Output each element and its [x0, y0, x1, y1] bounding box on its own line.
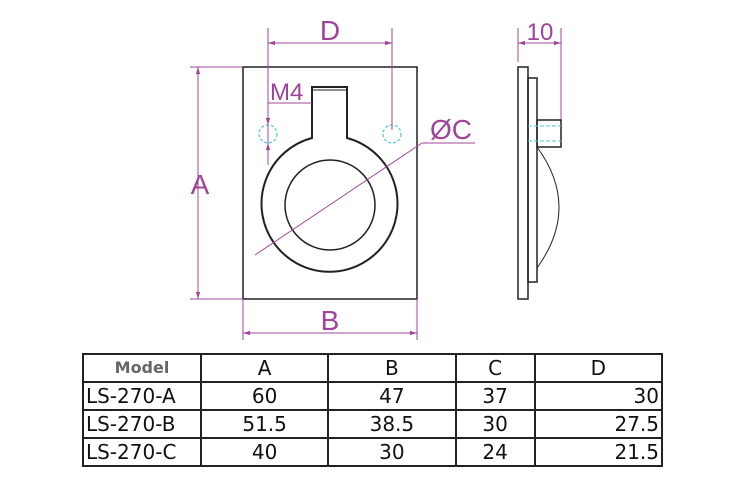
- cell-a: 40: [199, 437, 330, 467]
- header-b: B: [327, 353, 457, 383]
- header-a: A: [199, 353, 330, 383]
- cell-c: 24: [454, 437, 536, 467]
- header-d: D: [533, 353, 664, 383]
- cell-model: LS-270-C: [82, 437, 202, 467]
- cell-c: 30: [454, 409, 536, 439]
- header-c: C: [454, 353, 536, 383]
- ring-with-tab: [260, 86, 399, 273]
- label-d: D: [320, 15, 340, 46]
- mounting-plate: [242, 66, 418, 300]
- cell-d: 21.5: [533, 437, 664, 467]
- cell-model: LS-270-B: [82, 409, 202, 439]
- label-c: ØC: [430, 114, 472, 145]
- stud: [536, 119, 562, 148]
- stud-thread-hidden: [528, 125, 561, 142]
- label-b: B: [321, 305, 340, 336]
- dimensions-table: Model A B C D LS-270-A 60 47 37 30 LS-27…: [82, 353, 664, 467]
- cell-c: 37: [454, 381, 536, 411]
- dimensions: [190, 28, 562, 340]
- mounting-holes: [258, 124, 402, 144]
- table-header-row: Model A B C D: [82, 353, 664, 383]
- label-m4: M4: [270, 79, 303, 106]
- cell-b: 30: [327, 437, 457, 467]
- ring-inner-hole: [284, 159, 376, 251]
- cell-b: 38.5: [327, 409, 457, 439]
- front-view: [242, 66, 418, 300]
- table-row: LS-270-C 40 30 24 21.5: [82, 437, 664, 467]
- table-row: LS-270-B 51.5 38.5 30 27.5: [82, 409, 664, 439]
- cell-b: 47: [327, 381, 457, 411]
- label-a: A: [191, 169, 210, 200]
- cell-model: LS-270-A: [82, 381, 202, 411]
- side-view: [517, 66, 562, 300]
- cell-a: 60: [199, 381, 330, 411]
- label-thickness: 10: [527, 19, 554, 46]
- cell-d: 27.5: [533, 409, 664, 439]
- cell-d: 30: [533, 381, 664, 411]
- table-row: LS-270-A 60 47 37 30: [82, 381, 664, 411]
- header-model: Model: [82, 353, 202, 383]
- cell-a: 51.5: [199, 409, 330, 439]
